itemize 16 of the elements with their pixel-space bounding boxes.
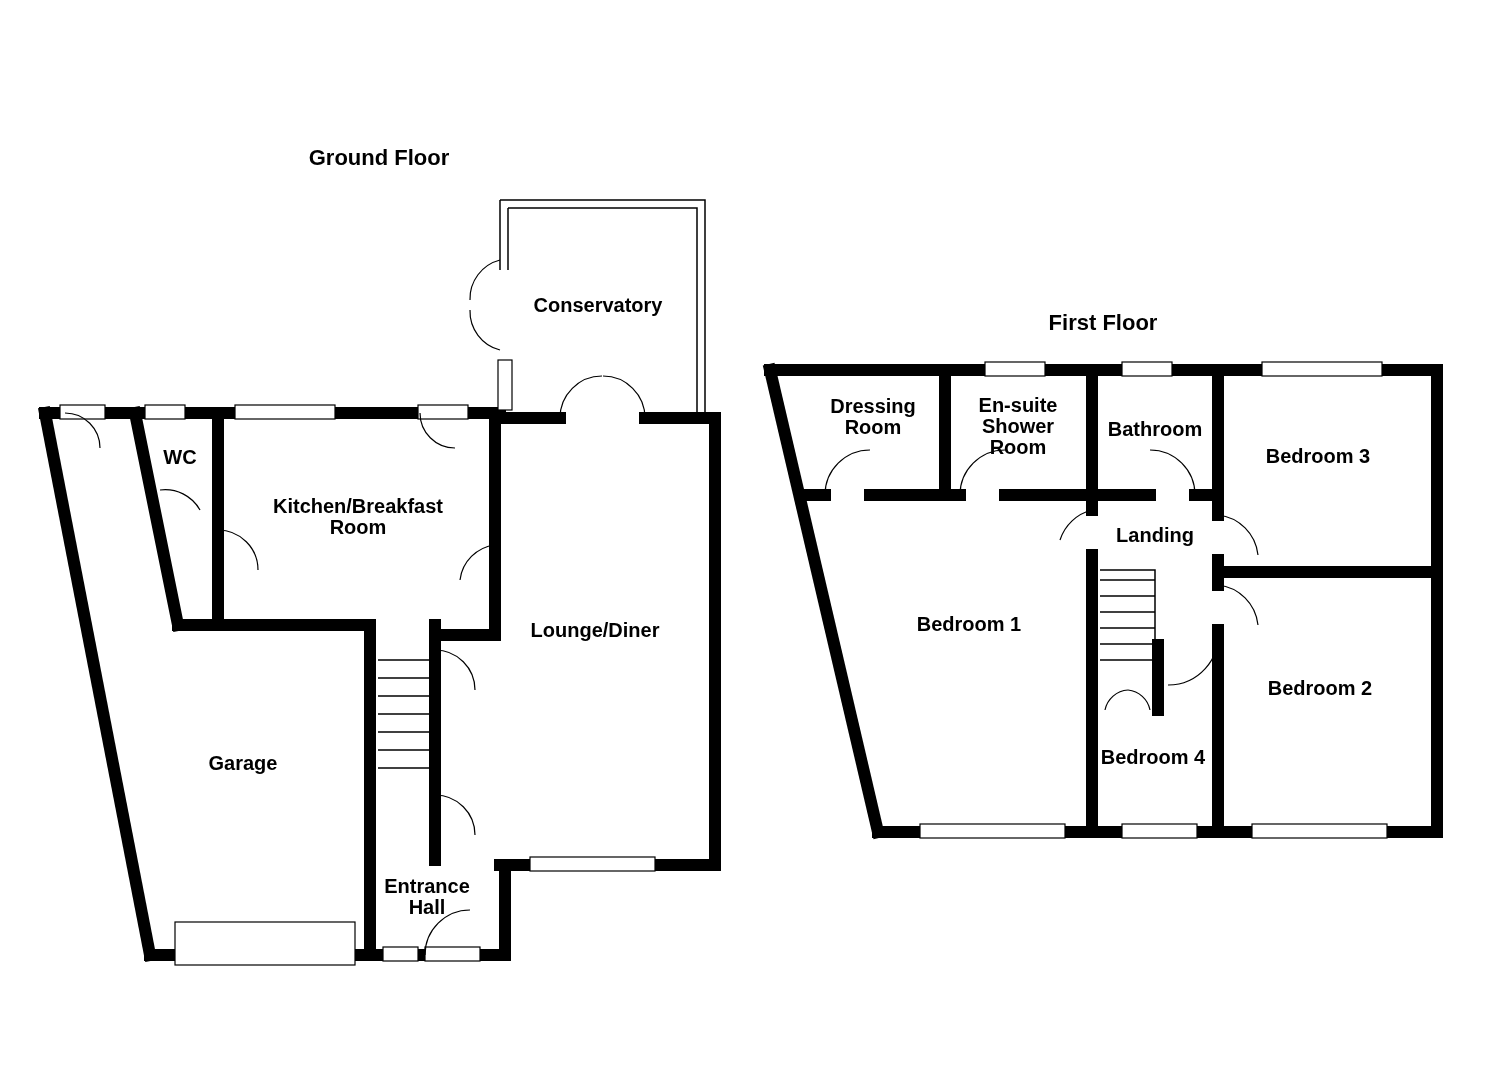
room-name: Dressing Room (818, 396, 928, 438)
room-name: Lounge/Diner (530, 619, 660, 641)
room-name: Conservatory (533, 294, 663, 316)
floor-title: First Floor (1048, 310, 1158, 336)
room-name: Entrance Hall (372, 876, 482, 918)
room-name: Bedroom 1 (916, 613, 1022, 635)
room-name: En-suite Shower Room (963, 394, 1073, 458)
room-name: Bathroom (1107, 418, 1203, 440)
room-name: Landing (1116, 524, 1194, 546)
room-name: Bedroom 3 (1265, 445, 1371, 467)
room-name: WC (163, 446, 197, 468)
room-name: Garage (208, 752, 278, 774)
room-name: Kitchen/Breakfast Room (263, 496, 453, 538)
floor-title: Ground Floor (308, 145, 450, 171)
room-name: Bedroom 2 (1267, 677, 1373, 699)
room-name: Bedroom 4 (1100, 746, 1206, 768)
